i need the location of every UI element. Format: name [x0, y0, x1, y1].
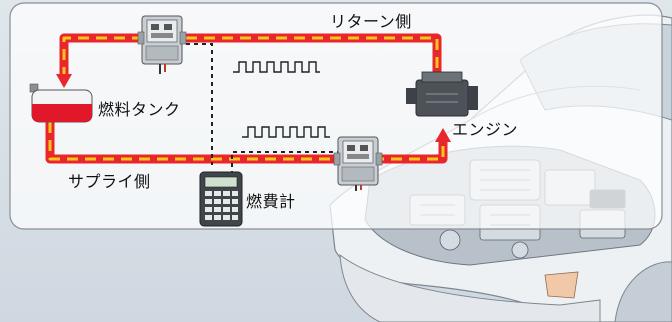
supply-pipe: [45, 122, 448, 164]
fuel-tank-icon: [29, 83, 93, 123]
label-engine: エンジン: [452, 120, 519, 139]
label-supply-side: サプライ側: [68, 172, 151, 191]
flow-sensor-icon-supply: [333, 136, 383, 191]
pulse-wave-supply: [242, 126, 330, 138]
label-return-side: リターン側: [330, 12, 412, 31]
return-pipe: [59, 33, 442, 78]
pulse-wave-return: [233, 61, 320, 73]
signal-lines: [186, 43, 340, 175]
label-fuel-tank: 燃料タンク: [98, 100, 181, 119]
fuel-meter-icon: [199, 171, 243, 227]
engine-icon: [406, 71, 478, 117]
flow-sensor-icon-return: [137, 15, 187, 74]
label-fuel-meter: 燃費計: [246, 192, 296, 211]
return-arrowhead: [56, 74, 72, 88]
pulse-waveforms: [233, 61, 330, 138]
supply-arrowhead: [435, 128, 451, 142]
